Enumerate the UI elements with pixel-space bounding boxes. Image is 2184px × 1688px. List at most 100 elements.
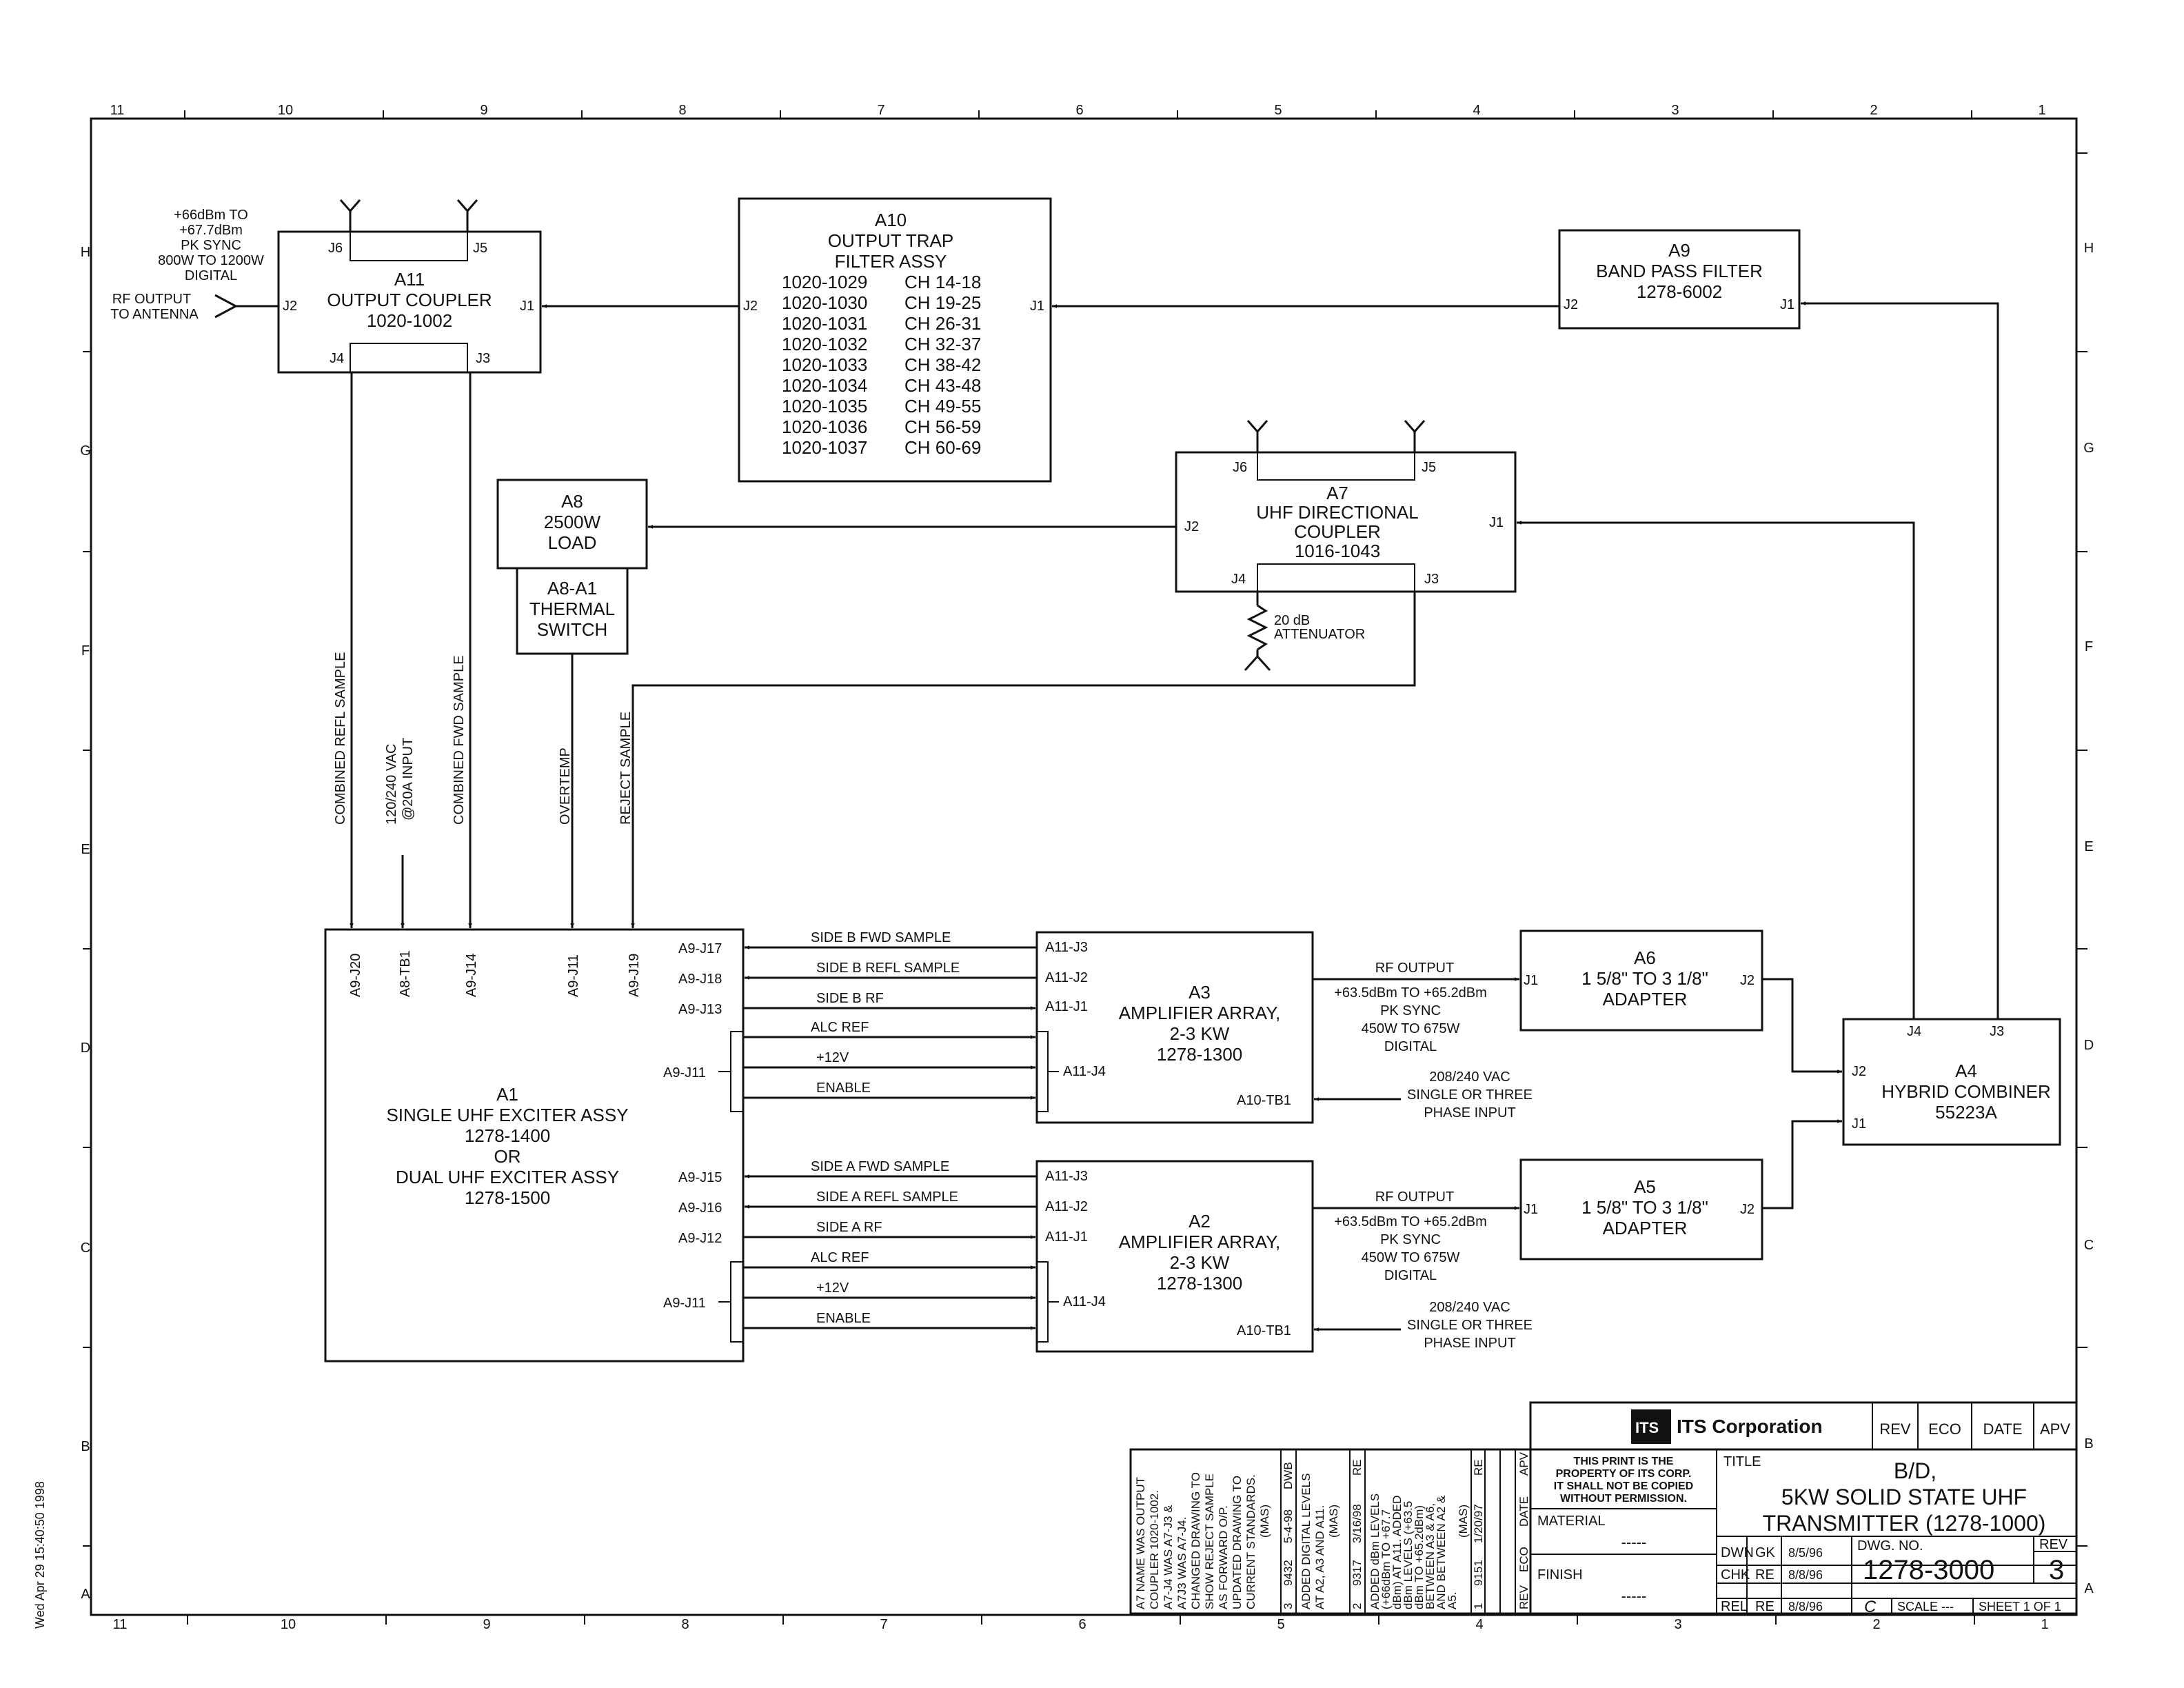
- a11-port-j6: J6: [328, 241, 343, 256]
- side-a-fwd-sample-label: SIDE A FWD SAMPLE: [811, 1159, 949, 1174]
- a4-title: A4: [1955, 1061, 1977, 1081]
- drawing-title-line-3: TRANSMITTER (1278-1000): [1763, 1511, 2046, 1536]
- a6-port-j2: J2: [1740, 973, 1755, 988]
- a2-name: AMPLIFIER ARRAY,: [1119, 1232, 1281, 1252]
- side-b-wiring: A9-J17 A9-J18 A9-J13 A9-J11 SIDE B FWD S…: [663, 930, 1842, 1121]
- rev3-line-7: AS FORWARD O/P.: [1217, 1505, 1230, 1609]
- title-rev-header: REV ECO DATE APV: [1879, 1420, 2070, 1438]
- zone-col-8: 8: [678, 103, 686, 118]
- notice-line-1: THIS PRINT IS THE: [1574, 1456, 1674, 1467]
- termination-icon: [1244, 654, 1271, 672]
- dwn-date: 8/5/96: [1788, 1546, 1823, 1560]
- a11-port-j3: J3: [476, 351, 490, 366]
- a10-part-7: 1020-1035: [782, 396, 867, 416]
- rev1-line-6: BETWEEN A3 & A6,: [1424, 1503, 1437, 1609]
- a9-title: A9: [1668, 240, 1690, 261]
- ac-input-label-1: 120/240 VAC: [384, 744, 399, 825]
- a8-a1-thermal-switch: A8-A1 THERMAL SWITCH: [516, 567, 629, 655]
- rev-header-apv: APV: [1517, 1451, 1530, 1476]
- a10-output-trap-filter: A10 OUTPUT TRAP FILTER ASSY 1020-1029 CH…: [738, 197, 1052, 483]
- rev1-line-2: (+66dBm TO +67.7: [1379, 1509, 1393, 1609]
- a1-exciter-assembly: A1 SINGLE UHF EXCITER ASSY 1278-1400 OR …: [324, 928, 745, 1363]
- rev3-line-5: CHANGED DRAWING TO: [1189, 1472, 1202, 1609]
- top-zone-ticks: [184, 110, 1972, 119]
- a4-name: HYBRID COMBINER: [1881, 1081, 2051, 1102]
- zone-row-a-right: A: [2084, 1581, 2094, 1596]
- a10-channels-8: CH 56-59: [904, 416, 981, 437]
- rev1-number: 1: [1472, 1603, 1485, 1609]
- rev1-eco: 9151: [1472, 1560, 1485, 1586]
- rev3-line-9: CURRENT STANDARDS.: [1244, 1474, 1257, 1609]
- output-level-line-4: 800W TO 1200W: [158, 253, 264, 268]
- material-label: MATERIAL: [1537, 1514, 1606, 1529]
- drawing-scale: SCALE ---: [1897, 1600, 1954, 1614]
- a2-amplifier-array: A2 AMPLIFIER ARRAY, 2-3 KW 1278-1300 A11…: [1035, 1160, 1314, 1353]
- output-connector-icon: [214, 294, 239, 319]
- a8-title: A8: [561, 491, 583, 512]
- zone-row-h: H: [81, 245, 90, 260]
- a10-part-3: 1020-1031: [782, 313, 867, 334]
- zone-col-9-bottom: 9: [483, 1617, 490, 1632]
- zone-col-11: 11: [110, 103, 125, 118]
- title-rev-header-rev: REV: [1879, 1420, 1911, 1438]
- a7-part-number: 1016-1043: [1295, 541, 1380, 561]
- rev1-line-3: dBm) AT A11. ADDED: [1391, 1496, 1404, 1609]
- sheet-number: SHEET 1 OF 1: [1979, 1600, 2061, 1614]
- bottom-zone-labels: 11 10 9 8 7 6 5 4 3 2 1: [113, 1617, 2049, 1632]
- drawing-title-line-2: 5KW SOLID STATE UHF: [1781, 1485, 2027, 1509]
- drawing-size: C: [1864, 1598, 1877, 1616]
- zone-row-f-right: F: [2085, 639, 2093, 654]
- ac-input-label-2: @20A INPUT: [401, 738, 416, 821]
- zone-row-a: A: [81, 1587, 90, 1602]
- rev3-line-6: SHOW REJECT SAMPLE: [1203, 1474, 1216, 1609]
- a10-channels-4: CH 32-37: [904, 334, 981, 354]
- zone-col-11-bottom: 11: [113, 1617, 128, 1632]
- company-logo: ITS: [1631, 1409, 1671, 1444]
- revision-number: 3: [2049, 1555, 2064, 1585]
- side-b-rf-output-digital: DIGITAL: [1384, 1039, 1437, 1054]
- left-zone-labels: H G F E D C B A: [80, 245, 91, 1602]
- a6-port-j1: J1: [1524, 973, 1538, 988]
- a7-port-j2: J2: [1184, 519, 1199, 534]
- side-b-port-a9-j13: A9-J13: [678, 1002, 722, 1017]
- zone-col-2: 2: [1870, 103, 1877, 118]
- plot-timestamp: Wed Apr 29 15:40:50 1998: [33, 1481, 47, 1629]
- a9-part-number: 1278-6002: [1637, 281, 1722, 302]
- right-zone-labels: H G F E D C B A: [2083, 241, 2094, 1596]
- antenna-icon: [456, 199, 478, 213]
- a5-size: 1 5/8" TO 3 1/8": [1581, 1197, 1708, 1218]
- a1-port-a9-j11: A9-J11: [566, 954, 581, 997]
- rev2-apv: RE: [1351, 1459, 1364, 1476]
- a4-port-j4: J4: [1907, 1024, 1921, 1039]
- side-a-port-a9-j15: A9-J15: [678, 1170, 722, 1185]
- rev1-line-9: (MAS): [1457, 1505, 1470, 1538]
- side-b-port-a9-j17: A9-J17: [678, 941, 722, 956]
- a10-part-2: 1020-1030: [782, 292, 867, 313]
- a4-part-number: 55223A: [1935, 1102, 1997, 1123]
- top-zone-labels: 11 10 9 8 7 6 5 4 3 2 1: [110, 103, 2046, 118]
- rel-date: 8/8/96: [1788, 1600, 1823, 1614]
- a4-hybrid-combiner: A4 HYBRID COMBINER 55223A J4 J3 J2 J1: [1842, 1018, 2061, 1146]
- output-level-line-1: +66dBm TO: [174, 208, 248, 223]
- zone-col-6-bottom: 6: [1078, 1617, 1086, 1632]
- a1-name-single: SINGLE UHF EXCITER ASSY: [386, 1105, 628, 1125]
- a10-part-6: 1020-1034: [782, 375, 867, 396]
- a2-part-number: 1278-1300: [1157, 1273, 1242, 1294]
- a10-part-4: 1020-1032: [782, 334, 867, 354]
- a11-port-j2: J2: [283, 299, 297, 314]
- side-b-refl-sample-label: SIDE B REFL SAMPLE: [816, 961, 960, 976]
- material-value: -----: [1621, 1534, 1647, 1551]
- a7-name-1: UHF DIRECTIONAL: [1256, 502, 1418, 523]
- vertical-signal-labels: COMBINED REFL SAMPLE 120/240 VAC @20A IN…: [333, 652, 634, 825]
- a8-load: A8 2500W LOAD: [496, 479, 648, 570]
- zone-row-h-right: H: [2084, 241, 2094, 256]
- reject-sample-label: REJECT SAMPLE: [618, 712, 634, 825]
- zone-row-e: E: [81, 842, 90, 857]
- a8a1-title: A8-A1: [547, 578, 597, 599]
- a10-channels-1: CH 14-18: [904, 272, 981, 292]
- a5-title: A5: [1634, 1176, 1656, 1197]
- a1-or: OR: [494, 1146, 521, 1167]
- zone-row-f: F: [81, 643, 90, 659]
- a10-port-j1: J1: [1030, 299, 1044, 314]
- attenuator-20db: 20 dB ATTENUATOR: [1244, 592, 1365, 672]
